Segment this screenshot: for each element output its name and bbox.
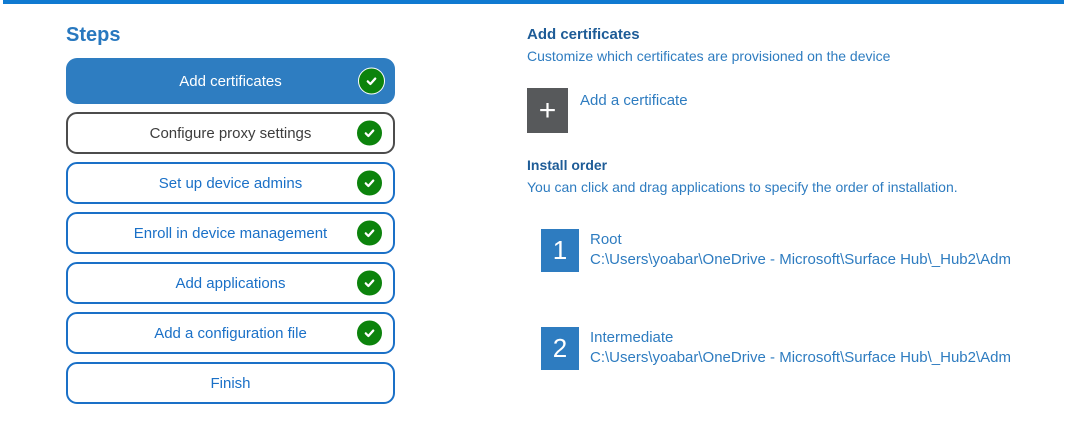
step-add-certificates[interactable]: Add certificates — [66, 58, 395, 104]
step-label: Add applications — [175, 274, 286, 292]
accent-top-bar — [3, 0, 1064, 4]
add-certificate-button[interactable]: + Add a certificate — [527, 88, 688, 133]
step-finish[interactable]: Finish — [66, 362, 395, 404]
step-add-a-configuration-file[interactable]: Add a configuration file — [66, 312, 395, 354]
completed-check-icon — [356, 319, 383, 347]
step-label: Add a configuration file — [154, 324, 307, 342]
steps-list: Add certificates Configure proxy setting… — [66, 58, 395, 412]
completed-check-icon — [356, 119, 383, 147]
certificate-row-root[interactable]: 1 Root C:\Users\yoabar\OneDrive - Micros… — [541, 229, 1011, 272]
step-enroll-in-device-management[interactable]: Enroll in device management — [66, 212, 395, 254]
step-label: Set up device admins — [158, 174, 303, 192]
step-label: Enroll in device management — [133, 224, 328, 242]
add-certificate-label[interactable]: Add a certificate — [580, 92, 688, 109]
certificate-info: Intermediate C:\Users\yoabar\OneDrive - … — [590, 328, 1011, 368]
step-label: Add certificates — [179, 72, 282, 90]
certificate-info: Root C:\Users\yoabar\OneDrive - Microsof… — [590, 230, 1011, 270]
step-add-applications[interactable]: Add applications — [66, 262, 395, 304]
certificate-name: Intermediate — [590, 329, 674, 346]
steps-panel-title: Steps — [66, 24, 121, 46]
plus-icon[interactable]: + — [527, 88, 568, 133]
page-subtitle: Customize which certificates are provisi… — [527, 48, 891, 64]
completed-check-icon — [356, 219, 383, 247]
step-set-up-device-admins[interactable]: Set up device admins — [66, 162, 395, 204]
install-order-description: You can click and drag applications to s… — [527, 179, 958, 195]
completed-check-icon — [358, 67, 385, 95]
install-order-heading: Install order — [527, 157, 608, 173]
completed-check-icon — [356, 269, 383, 297]
certificate-path: C:\Users\yoabar\OneDrive - Microsoft\Sur… — [590, 349, 1011, 366]
step-configure-proxy-settings[interactable]: Configure proxy settings — [66, 112, 395, 154]
order-number-badge: 1 — [541, 229, 579, 272]
certificate-name: Root — [590, 231, 622, 248]
step-label: Configure proxy settings — [149, 124, 312, 142]
page-title: Add certificates — [527, 26, 640, 43]
certificate-row-intermediate[interactable]: 2 Intermediate C:\Users\yoabar\OneDrive … — [541, 327, 1011, 370]
order-number-badge: 2 — [541, 327, 579, 370]
completed-check-icon — [356, 169, 383, 197]
step-label: Finish — [210, 374, 251, 392]
certificate-path: C:\Users\yoabar\OneDrive - Microsoft\Sur… — [590, 251, 1011, 268]
